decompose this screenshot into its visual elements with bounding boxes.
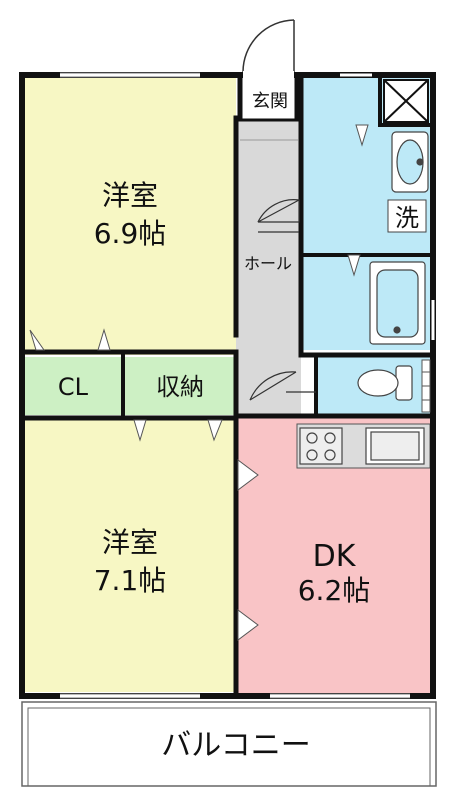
- room-western-1-name: 洋室: [102, 179, 158, 212]
- washroom-label: 洗: [395, 204, 419, 232]
- room-western-1: [25, 75, 236, 355]
- balcony-inner: [27, 707, 431, 787]
- hall-label-bg: [241, 252, 297, 274]
- room-hall: [236, 75, 301, 415]
- balcony: [21, 701, 437, 787]
- toilet-door: [421, 359, 431, 413]
- stove-icon: [299, 427, 343, 465]
- room-western-1-size: 6.9帖: [94, 217, 167, 250]
- storage-label: 収納: [156, 373, 204, 401]
- sliding-door-icon: [29, 124, 369, 641]
- room-western-2-size: 7.1帖: [94, 564, 167, 597]
- windows: [60, 73, 435, 698]
- washroom-label-bg: [387, 199, 427, 233]
- hall-label: ホール: [244, 254, 292, 273]
- shaft-icon: [383, 79, 429, 123]
- entrance-label: 玄関: [252, 91, 288, 112]
- room-dk-size: 6.2帖: [298, 574, 371, 607]
- room-dk-name: DK: [313, 539, 357, 574]
- room-western-2: [25, 420, 236, 692]
- room-western-2-name: 洋室: [102, 526, 158, 559]
- toilet-icon: [357, 365, 413, 401]
- bathtub-icon: [369, 261, 426, 345]
- room-storage: [125, 357, 236, 415]
- balcony-label: バルコニー: [161, 728, 310, 763]
- door-icon: [249, 371, 316, 401]
- sink-icon: [365, 427, 425, 465]
- washbasin-icon: [391, 131, 429, 193]
- closet-label: CL: [58, 373, 89, 401]
- walls: [19, 72, 436, 699]
- door-icon: [242, 19, 295, 73]
- room-entrance: [236, 75, 301, 120]
- door-icon: [257, 198, 300, 233]
- room-closet: [25, 357, 122, 415]
- window-frames: [60, 72, 410, 699]
